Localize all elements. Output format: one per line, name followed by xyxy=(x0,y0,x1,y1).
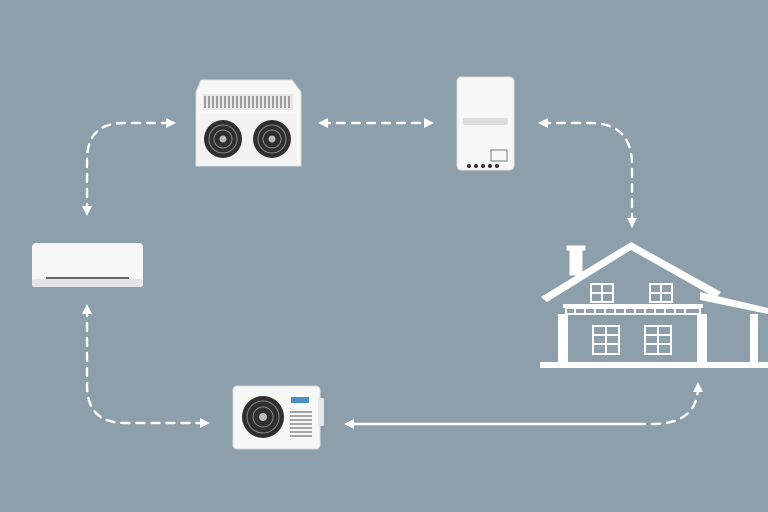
condenser-fan-right xyxy=(253,120,291,158)
outdoor-unit-fan xyxy=(242,396,284,438)
connector-wall-unit-to-outdoor-unit xyxy=(82,304,210,428)
house-roof xyxy=(541,242,721,302)
connectors xyxy=(82,118,703,429)
outdoor-unit-icon xyxy=(232,385,324,450)
porch-roof xyxy=(700,292,768,314)
house-chimney xyxy=(569,246,583,276)
wall-controller-icon xyxy=(456,76,515,171)
connector-controller-to-house xyxy=(538,118,637,228)
house-foundation xyxy=(540,362,768,368)
wall-mounted-ac-icon xyxy=(32,243,143,287)
connector-wall-unit-to-condenser xyxy=(82,118,176,216)
connector-house-to-outdoor-unit-dashed xyxy=(650,382,703,426)
dual-fan-condenser-icon xyxy=(195,79,302,167)
condenser-fan-left xyxy=(204,120,242,158)
house-icon xyxy=(540,242,768,368)
